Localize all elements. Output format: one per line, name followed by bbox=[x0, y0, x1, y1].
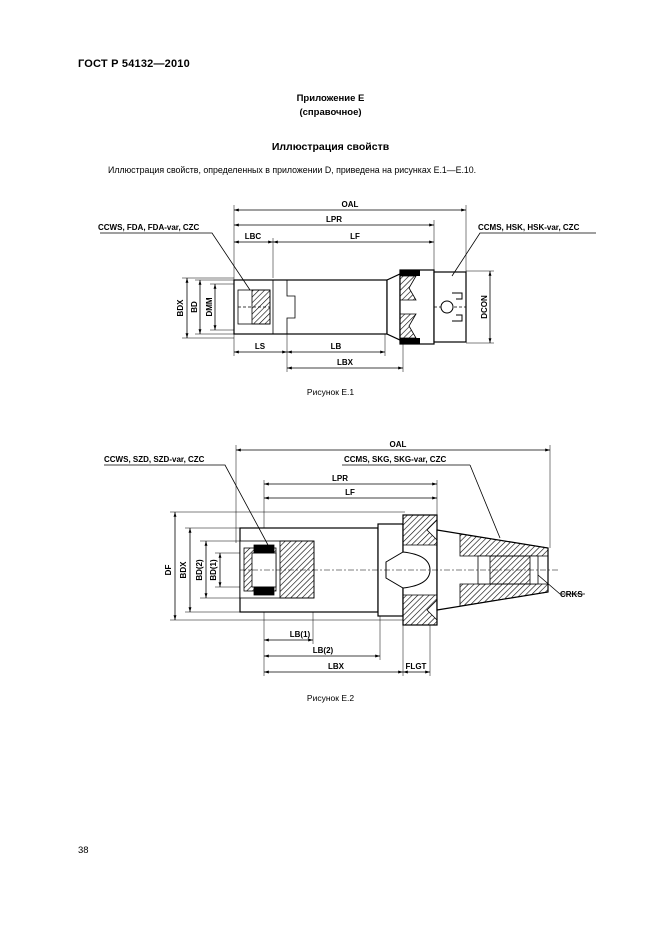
label-df: DF bbox=[164, 565, 173, 576]
figure-1-caption: Рисунок E.1 bbox=[306, 387, 355, 397]
label-lbc: LBC bbox=[245, 232, 262, 241]
appendix-title: Приложение E bbox=[296, 93, 365, 104]
callout-right: CCMS, SKG, SKG-var, CZC bbox=[344, 455, 446, 464]
label-lpr: LPR bbox=[332, 474, 348, 483]
page-number: 38 bbox=[78, 845, 89, 856]
label-oal: OAL bbox=[390, 440, 407, 449]
document-header: ГОСТ Р 54132—2010 bbox=[78, 58, 190, 70]
callout-right: CCMS, HSK, HSK-var, CZC bbox=[478, 223, 580, 232]
label-lf: LF bbox=[345, 488, 355, 497]
section-title: Иллюстрация свойств bbox=[271, 141, 390, 153]
label-lb2: LB(2) bbox=[313, 646, 334, 655]
label-ls: LS bbox=[255, 342, 266, 351]
appendix-subtitle: (справочное) bbox=[299, 107, 362, 118]
label-flgt: FLGT bbox=[406, 662, 427, 671]
label-lbx: LBX bbox=[337, 358, 354, 367]
label-bd: BD bbox=[190, 301, 199, 313]
label-dmm: DMM bbox=[205, 297, 214, 316]
label-oal: OAL bbox=[342, 200, 359, 209]
figure-2-caption: Рисунок E.2 bbox=[306, 693, 355, 703]
callout-left: CCWS, SZD, SZD-var, CZC bbox=[104, 455, 205, 464]
callout-left: CCWS, FDA, FDA-var, CZC bbox=[98, 223, 200, 232]
label-bd1: BD(1) bbox=[209, 559, 218, 581]
label-lbx: LBX bbox=[328, 662, 345, 671]
label-bd2: BD(2) bbox=[195, 559, 204, 581]
label-bdx: BDX bbox=[179, 561, 188, 579]
section-intro: Иллюстрация свойств, определенных в прил… bbox=[108, 165, 477, 175]
label-lf: LF bbox=[350, 232, 360, 241]
figure-1-drawing: OAL LPR LBC LF LS LB LBX CCWS, FDA, FDA-… bbox=[98, 200, 596, 372]
figure-2-drawing: OAL LPR LF LB(1) LB(2) LBX FLGT CCWS, SZ… bbox=[104, 440, 585, 676]
label-lb1: LB(1) bbox=[290, 630, 311, 639]
label-dcon: DCON bbox=[480, 295, 489, 319]
label-lpr: LPR bbox=[326, 215, 342, 224]
label-crks: CRKS bbox=[560, 590, 583, 599]
label-bdx: BDX bbox=[176, 299, 185, 317]
label-lb: LB bbox=[331, 342, 342, 351]
